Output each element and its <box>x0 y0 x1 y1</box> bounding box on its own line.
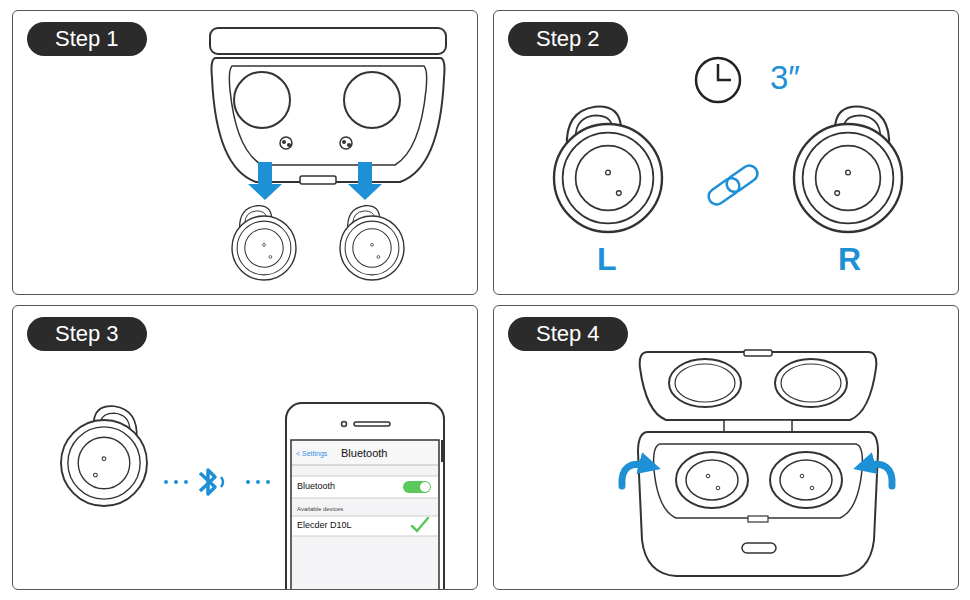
step-panel: Step 2 <box>493 10 959 295</box>
screen-title: Bluetooth <box>341 447 387 459</box>
time-label: 3″ <box>770 60 800 96</box>
signal-dots <box>164 480 270 484</box>
step-panel: Step 3 <box>12 305 478 590</box>
step-label: Step 4 <box>508 317 628 351</box>
step-panel: Step 4 <box>493 305 959 590</box>
earbud <box>340 206 404 280</box>
insert-arrows <box>622 464 892 486</box>
side-label: R <box>838 242 861 277</box>
bluetooth-symbol <box>200 470 223 494</box>
case-open <box>638 350 878 576</box>
side-label: L <box>597 242 617 277</box>
step-label: Step 2 <box>508 22 628 56</box>
phone <box>286 403 445 589</box>
back-link: < Settings <box>296 450 327 458</box>
earbud <box>61 406 147 506</box>
setting-row: Bluetooth <box>297 482 335 492</box>
step-label: Step 3 <box>27 317 147 351</box>
clock-icon <box>696 58 740 102</box>
earbud-right <box>794 107 902 232</box>
step-label: Step 1 <box>27 22 147 56</box>
remove-arrows <box>248 162 382 200</box>
step-panel: Step 1 <box>12 10 478 295</box>
earbud-left <box>554 107 662 232</box>
section-header: Available devices <box>297 506 343 513</box>
case-closed-lid <box>210 28 446 184</box>
device-name: Elecder D10L <box>297 521 352 531</box>
earbud <box>232 206 296 280</box>
earbud-in-case <box>676 452 842 508</box>
link-icon <box>705 162 760 207</box>
